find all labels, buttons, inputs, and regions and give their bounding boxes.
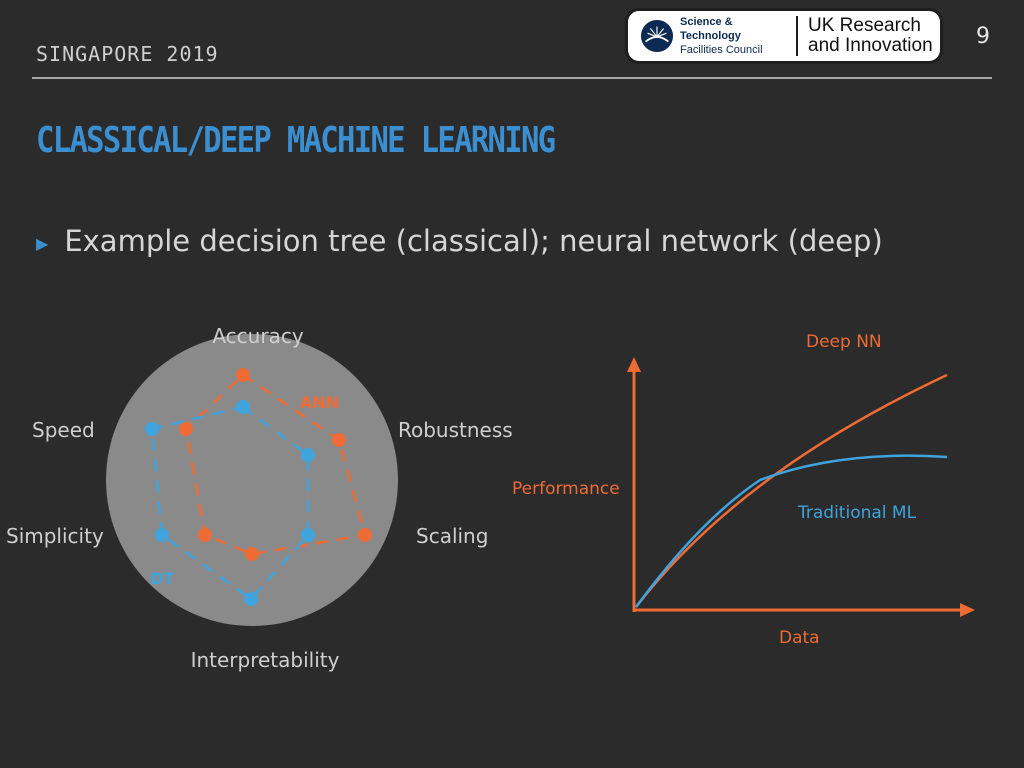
- logo-right-line1: UK Research: [808, 15, 921, 36]
- header-divider: [32, 77, 992, 79]
- radar-series-ann-label: ANN: [300, 393, 339, 412]
- bullet-item: ▶ Example decision tree (classical); neu…: [36, 224, 883, 258]
- radar-background: [106, 334, 398, 626]
- curve-xlabel: Data: [779, 628, 820, 648]
- logo-separator: [796, 16, 798, 56]
- curve-ylabel: Performance: [512, 479, 620, 499]
- dt-point-robustness: [301, 448, 315, 462]
- logo-left-line1: Science & Technology: [679, 16, 741, 42]
- traditional-ml-curve: [634, 454, 948, 608]
- x-axis-arrow-icon: [960, 603, 975, 617]
- logo-left-line2: Facilities Council: [679, 44, 763, 56]
- partner-logo: Science & Technology Facilities Council …: [625, 8, 943, 64]
- radar-axis-scaling: Scaling: [416, 524, 488, 548]
- y-axis-arrow-icon: [627, 357, 641, 372]
- radar-axis-robustness: Robustness: [398, 418, 513, 442]
- stfc-logo-icon: [640, 19, 674, 53]
- ann-point-robustness: [332, 433, 346, 447]
- ann-point-speed: [179, 422, 193, 436]
- radar-axis-interpretability: Interpretability: [191, 648, 340, 672]
- dt-point-interpretability: [244, 592, 258, 606]
- radar-axis-simplicity: Simplicity: [6, 524, 104, 548]
- page-number: 9: [976, 24, 990, 49]
- event-label: SINGAPORE 2019: [36, 42, 219, 66]
- ann-point-interpretability: [245, 547, 259, 561]
- dt-point-scaling: [301, 528, 315, 542]
- dt-point-accuracy: [236, 400, 250, 414]
- slide-title: CLASSICAL/DEEP MACHINE LEARNING: [36, 120, 556, 161]
- ann-point-simplicity: [198, 528, 212, 542]
- dt-point-simplicity: [155, 528, 169, 542]
- curve-series-deep-nn: Deep NN: [806, 332, 882, 352]
- ann-point-scaling: [358, 528, 372, 542]
- curve-series-traditional-ml: Traditional ML: [797, 503, 917, 523]
- bullet-triangle-icon: ▶: [36, 233, 49, 253]
- deep-nn-curve: [635, 373, 948, 608]
- radar-series-dt-label: DT: [150, 569, 174, 588]
- ann-point-accuracy: [236, 368, 250, 382]
- bullet-text: Example decision tree (classical); neura…: [64, 224, 883, 258]
- radar-axis-accuracy: Accuracy: [212, 324, 303, 348]
- radar-diagram: Accuracy Robustness Scaling Interpretabi…: [6, 324, 513, 672]
- logo-right-line2: and Innovation: [808, 35, 933, 56]
- radar-axis-speed: Speed: [32, 418, 95, 442]
- dt-point-speed: [145, 422, 159, 436]
- performance-curve-chart: Deep NN Traditional ML Performance Data: [512, 332, 975, 648]
